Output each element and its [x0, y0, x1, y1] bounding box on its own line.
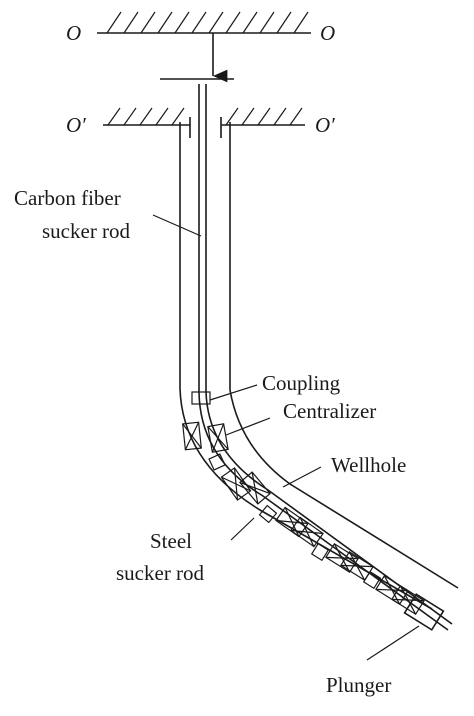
label-carbon-fiber-line2: sucker rod [42, 219, 131, 243]
centralizer [239, 471, 271, 505]
coupling-and-centralizers [182, 391, 425, 616]
leader-centralizer [225, 417, 271, 436]
wellhead-label-left: O′ [66, 113, 86, 137]
leader-steel-rod [230, 517, 255, 541]
label-carbon-fiber-line1: Carbon fiber [14, 186, 121, 210]
centralizer [290, 516, 324, 548]
label-wellhole: Wellhole [331, 453, 406, 477]
wellhead: O′ O′ [66, 107, 335, 138]
label-steel-line1: Steel [150, 529, 192, 553]
top-support-hatching [106, 11, 309, 34]
leader-wellhole [282, 466, 322, 488]
leader-coupling [209, 384, 258, 401]
wellhead-label-right: O′ [315, 113, 335, 137]
support-label-right: O [320, 21, 335, 45]
label-steel-line2: sucker rod [116, 561, 205, 585]
leader-carbon-fiber [152, 214, 202, 237]
wellhole-right-wall [229, 122, 459, 589]
rod-left-line [198, 84, 449, 631]
wellhole [179, 122, 459, 610]
label-plunger: Plunger [326, 673, 391, 697]
leader-plunger [366, 625, 420, 661]
label-coupling: Coupling [262, 371, 341, 395]
top-support: O O [66, 11, 335, 45]
centralizer [391, 584, 425, 616]
wellhead-hatching [107, 107, 303, 126]
label-centralizer: Centralizer [283, 399, 376, 423]
plunger [403, 593, 445, 631]
coupling [258, 504, 278, 524]
coupling [208, 453, 226, 471]
rod-right-line [205, 84, 453, 625]
coupling [362, 570, 382, 590]
centralizer [207, 423, 229, 453]
centralizer [182, 421, 202, 451]
coupling [310, 542, 330, 562]
coupling [191, 391, 211, 405]
wellhole-left-wall [179, 122, 433, 610]
support-label-left: O [66, 21, 81, 45]
